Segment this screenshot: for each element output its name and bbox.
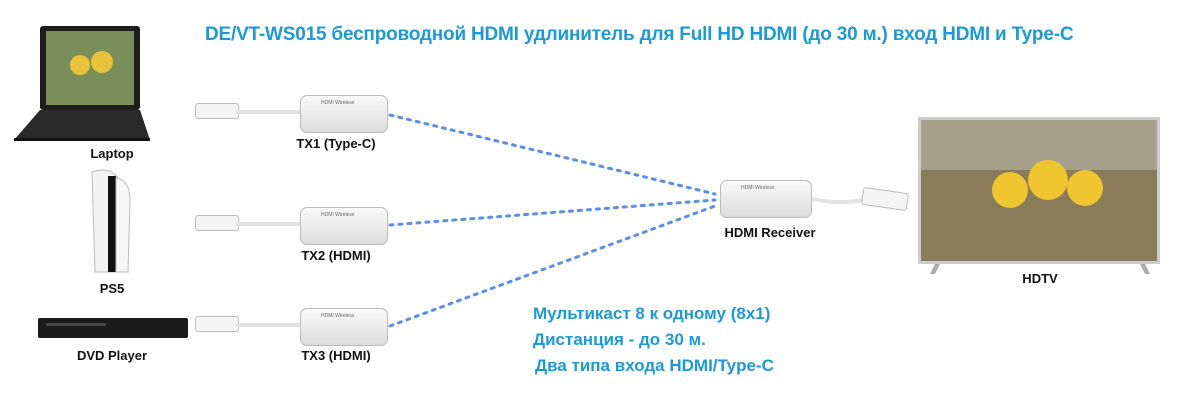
tx3-label: TX3 (HDMI) — [301, 348, 371, 363]
cable — [236, 110, 302, 114]
receiver-label: HDMI Receiver — [724, 225, 816, 240]
cable — [236, 222, 302, 226]
transmitter-tx2-icon: HDMI Wireless — [300, 207, 388, 245]
link-tx3 — [388, 204, 717, 328]
transmitter-tx1-icon: HDMI Wireless — [300, 95, 388, 133]
cable — [236, 323, 302, 327]
link-tx2 — [388, 198, 717, 227]
feature-inputs: Два типа входа HDMI/Type-C — [535, 356, 774, 375]
hdmi-receiver-icon: HDMI Wireless — [720, 180, 812, 218]
source-label-laptop: Laptop — [90, 146, 134, 161]
hdtv-icon — [918, 117, 1160, 274]
device-print: HDMI Wireless — [321, 100, 355, 106]
type-c-plug-icon — [195, 103, 239, 119]
diagram-title: DE/VT-WS015 беспроводной HDMI удлинитель… — [205, 24, 1074, 45]
source-label-ps5: PS5 — [99, 281, 125, 296]
device-print: HDMI Wireless — [741, 185, 775, 191]
feature-multicast: Мультикаст 8 к одному (8x1) — [533, 304, 771, 323]
tx2-label: TX2 (HDMI) — [301, 248, 371, 263]
dvd-player-icon — [38, 318, 188, 338]
source-label-dvd: DVD Player — [76, 348, 148, 363]
ps5-icon — [91, 169, 131, 273]
laptop-icon — [14, 26, 150, 141]
hdtv-label: HDTV — [1022, 271, 1058, 286]
transmitter-tx3-icon: HDMI Wireless — [300, 308, 388, 346]
feature-distance: Дистанция - до 30 м. — [533, 330, 706, 349]
device-print: HDMI Wireless — [321, 313, 355, 319]
tx1-label: TX1 (Type-C) — [296, 136, 376, 151]
link-tx1 — [388, 113, 717, 196]
device-print: HDMI Wireless — [321, 212, 355, 218]
hdmi-plug-icon — [195, 316, 239, 332]
hdmi-plug-icon — [195, 215, 239, 231]
